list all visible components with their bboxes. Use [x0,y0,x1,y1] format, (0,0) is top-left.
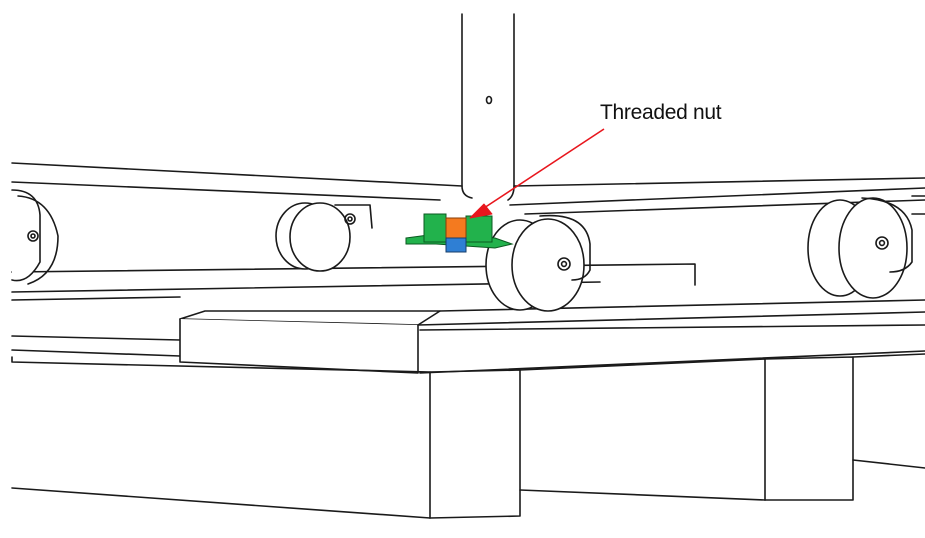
cabinet-base-frame [11,162,925,215]
callout-arrow [469,128,605,219]
caster-wheel-right [807,195,925,299]
anchor-bracket-assembly [405,213,514,253]
caster-wheel-front-center [485,214,591,312]
pallet-blocks [11,353,925,519]
bracket-right-plate [465,215,493,243]
cabinet-side-panel [461,13,515,201]
caster-wheel-left-back [11,189,59,285]
bracket-left-plate [423,213,447,243]
callout-label-threaded-nut: Threaded nut [600,101,722,124]
pallet-lower-deck [11,263,925,374]
threaded-nut-shape [445,217,467,239]
bolt-shape [445,237,467,253]
caster-wheel-left-mid [275,202,373,272]
